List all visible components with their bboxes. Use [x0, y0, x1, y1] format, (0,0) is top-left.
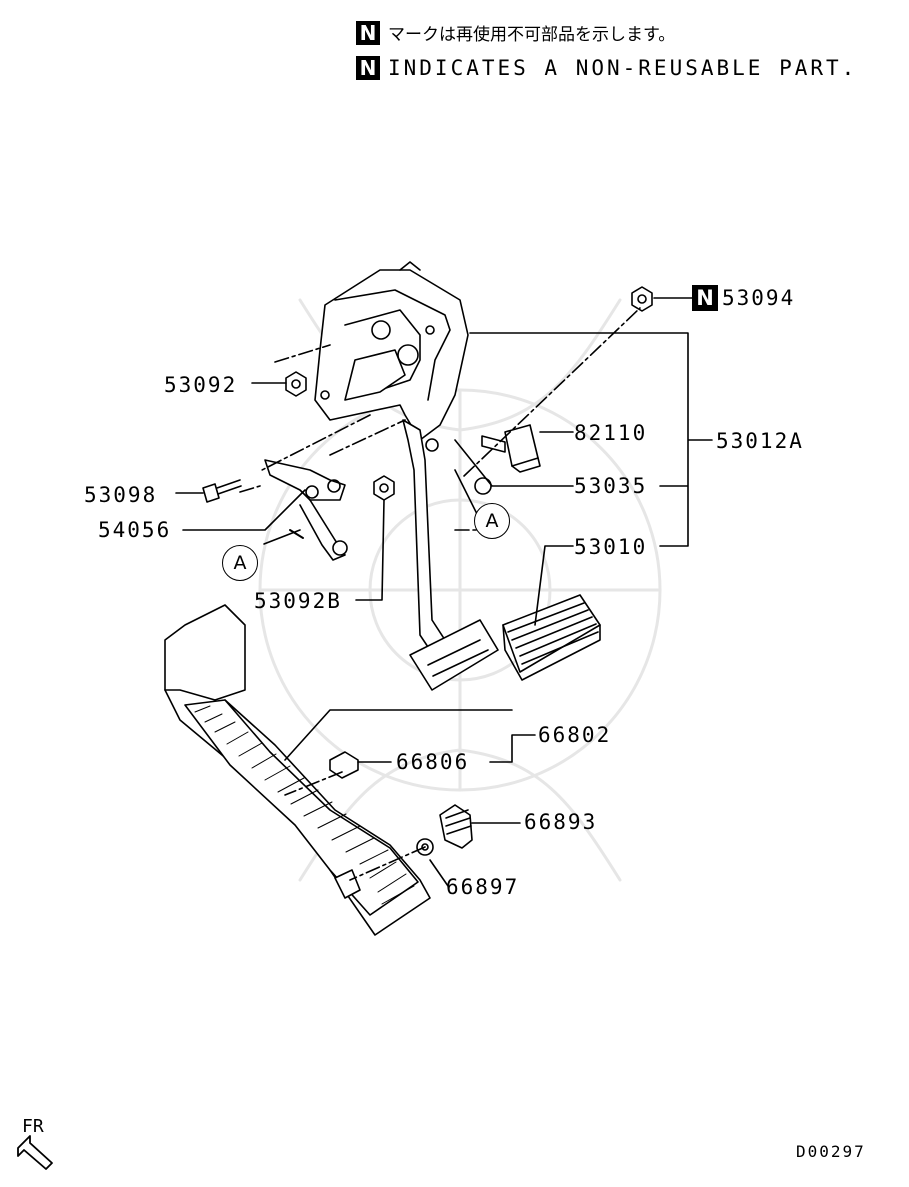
front-direction-label: FR: [22, 1116, 44, 1137]
bolt-53098: [202, 479, 242, 503]
legend-japanese-text: マークは再使用不可部品を示します。: [388, 25, 676, 45]
stop-lamp-switch: [481, 424, 541, 473]
part-label-53092: 53092: [164, 373, 238, 397]
legend-japanese: N マークは再使用不可部品を示します。: [356, 20, 675, 45]
nut-53092B: [373, 475, 395, 501]
brake-pedal-arm: [402, 419, 499, 691]
switch-bracket: [264, 459, 348, 561]
reference-circle-a: A: [474, 503, 510, 539]
nut-53094: [631, 286, 653, 312]
part-label-54056: 54056: [98, 518, 172, 542]
leader-lines: [175, 297, 713, 887]
part-label-66802: 66802: [538, 723, 612, 747]
front-direction-arrow-icon: [17, 1135, 53, 1170]
pedal-pad: [502, 594, 601, 681]
non-reusable-badge: N: [356, 20, 380, 45]
reference-circle-a: A: [222, 545, 258, 581]
part-label-66806: 66806: [396, 750, 470, 774]
stopper-53035: [474, 477, 492, 495]
cap-66893: [439, 804, 473, 849]
part-label-53035: 53035: [574, 474, 648, 498]
footrest-panel: [164, 604, 431, 936]
part-label-82110: 82110: [574, 421, 648, 445]
non-reusable-badge: N: [356, 56, 380, 80]
part-label-66893: 66893: [524, 810, 598, 834]
part-label-53012A: 53012A: [716, 429, 804, 453]
clip-66806: [329, 751, 359, 779]
diagram-code: D00297: [796, 1142, 866, 1161]
legend-english-text: INDICATES A NON-REUSABLE PART.: [388, 56, 858, 80]
part-label-53094: 53094: [722, 286, 796, 310]
part-label-53010: 53010: [574, 535, 648, 559]
legend-english: N INDICATES A NON-REUSABLE PART.: [356, 56, 857, 80]
nut-53092: [285, 371, 307, 397]
part-label-53092B: 53092B: [254, 589, 342, 613]
non-reusable-badge: N: [692, 285, 718, 311]
part-label-66897: 66897: [446, 875, 520, 899]
pedal-bracket: [314, 261, 469, 441]
part-label-53098: 53098: [84, 483, 158, 507]
